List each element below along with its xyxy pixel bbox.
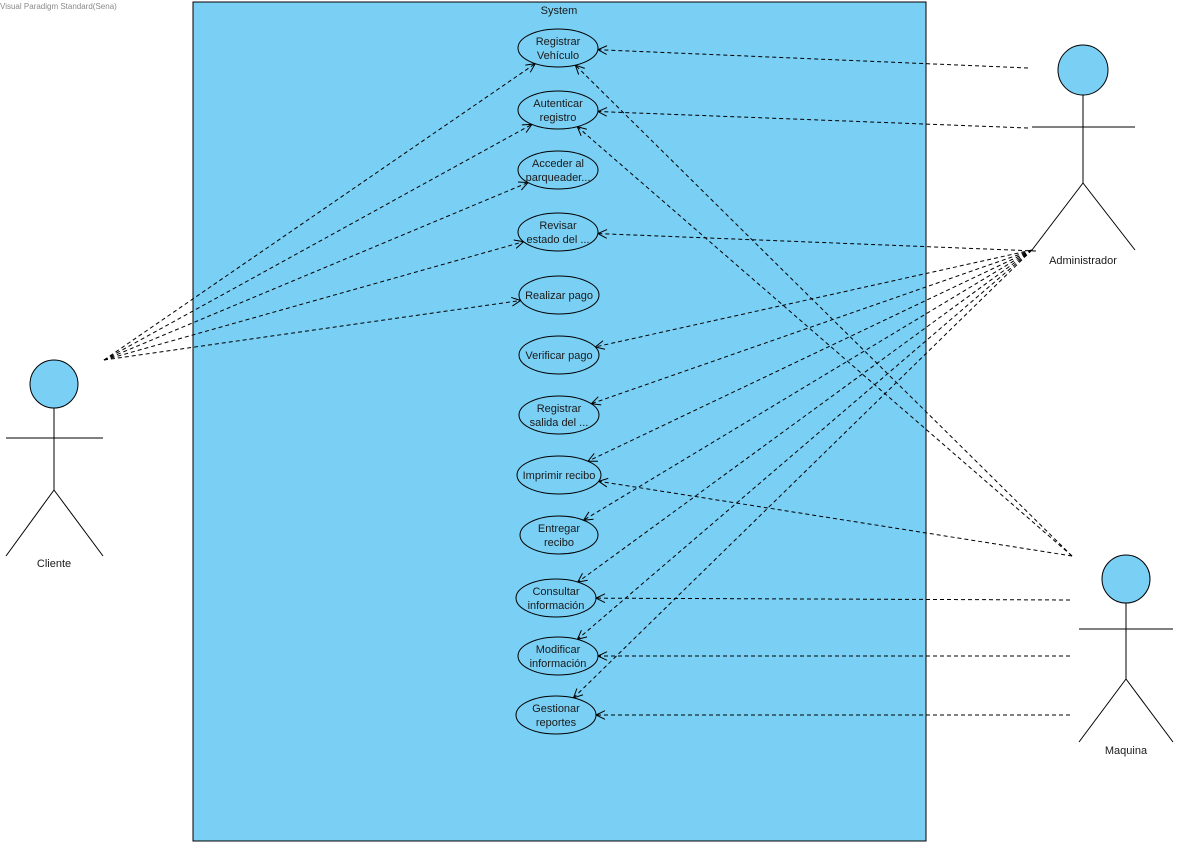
- use-case-ellipse[interactable]: [517, 150, 599, 190]
- use-case-imprimir-recibo[interactable]: Imprimir recibo: [516, 455, 602, 495]
- actor-right-leg: [53, 489, 104, 557]
- actor-left-leg: [5, 489, 55, 557]
- use-case-label: salida del ...: [530, 417, 589, 429]
- actor-name: Administrador: [1049, 255, 1117, 267]
- actor-head: [1057, 44, 1109, 96]
- use-case-registrar-salida[interactable]: Registrar salida del ...: [518, 395, 600, 435]
- use-case-label: Vehículo: [537, 50, 579, 62]
- use-case-label: Consultar: [532, 586, 579, 598]
- association-line[interactable]: [597, 49, 1029, 69]
- use-case-ellipse[interactable]: [515, 695, 597, 735]
- use-case-label: Autenticar: [533, 98, 583, 110]
- use-case-label: recibo: [544, 537, 574, 549]
- use-case-ellipse[interactable]: [517, 28, 599, 68]
- use-case-label: reportes: [536, 717, 577, 729]
- actor-head: [29, 359, 79, 409]
- actor-right-leg: [1082, 182, 1136, 251]
- use-case-label: Revisar: [539, 220, 577, 232]
- association-line[interactable]: [587, 249, 1033, 462]
- use-case-ellipse[interactable]: [519, 515, 599, 555]
- use-case-label: información: [530, 658, 587, 670]
- association-line[interactable]: [573, 249, 1033, 699]
- use-case-revisar-estado[interactable]: Revisar estado del ...: [517, 212, 599, 252]
- use-case-label: Registrar: [536, 36, 581, 48]
- use-case-ellipse[interactable]: [518, 335, 600, 375]
- association-line[interactable]: [597, 111, 1029, 129]
- use-case-ellipse[interactable]: [517, 636, 599, 676]
- system-label: System: [541, 5, 578, 17]
- association-line[interactable]: [103, 299, 521, 361]
- use-case-gestionar-reportes[interactable]: Gestionar reportes: [515, 695, 597, 735]
- association-line[interactable]: [583, 249, 1033, 521]
- association-line[interactable]: [597, 233, 1037, 252]
- association-line[interactable]: [103, 123, 533, 361]
- use-case-modificar-informacion[interactable]: Modificar información: [517, 636, 599, 676]
- use-case-ellipse[interactable]: [517, 212, 599, 252]
- actor-cliente[interactable]: Cliente: [5, 359, 104, 570]
- use-case-label: parqueader...: [526, 172, 591, 184]
- use-case-label: Modificar: [536, 644, 581, 656]
- association-line[interactable]: [103, 241, 524, 361]
- use-case-label: Acceder al: [532, 158, 584, 170]
- use-case-realizar-pago[interactable]: Realizar pago: [518, 275, 600, 315]
- use-case-acceder-parqueadero[interactable]: Acceder al parqueader...: [517, 150, 599, 190]
- actor-administrador[interactable]: Administrador: [1031, 44, 1136, 267]
- use-case-label: estado del ...: [527, 234, 590, 246]
- use-case-ellipse[interactable]: [517, 90, 599, 130]
- use-case-ellipse[interactable]: [518, 275, 600, 315]
- use-case-label: Verificar pago: [525, 350, 592, 362]
- use-case-label: Entregar: [538, 523, 581, 535]
- use-case-label: Registrar: [537, 403, 582, 415]
- use-case-ellipse[interactable]: [515, 578, 597, 618]
- association-line[interactable]: [103, 63, 536, 361]
- actor-head: [1101, 554, 1151, 604]
- actor-name: Cliente: [37, 558, 71, 570]
- association-line[interactable]: [577, 249, 1033, 583]
- use-case-label: registro: [540, 112, 577, 124]
- use-case-verificar-pago[interactable]: Verificar pago: [518, 335, 600, 375]
- use-case-ellipse[interactable]: [516, 455, 602, 495]
- use-case-label: información: [528, 600, 585, 612]
- use-case-entregar-recibo[interactable]: Entregar recibo: [519, 515, 599, 555]
- association-line[interactable]: [591, 249, 1033, 405]
- association-line[interactable]: [595, 249, 1033, 348]
- association-line[interactable]: [595, 597, 1071, 601]
- associations: [103, 45, 1073, 720]
- use-case-label: Realizar pago: [525, 290, 593, 302]
- use-case-label: Gestionar: [532, 703, 580, 715]
- use-case-autenticar-registro[interactable]: Autenticar registro: [517, 90, 599, 130]
- actor-left-leg: [1078, 678, 1127, 743]
- use-case-ellipse[interactable]: [518, 395, 600, 435]
- actor-left-leg: [1031, 182, 1084, 251]
- association-line[interactable]: [577, 249, 1033, 640]
- watermark: Visual Paradigm Standard(Sena): [0, 2, 117, 11]
- actor-maquina[interactable]: Maquina: [1078, 554, 1174, 757]
- association-line[interactable]: [574, 64, 1073, 557]
- actor-right-leg: [1125, 678, 1174, 743]
- use-case-label: Imprimir recibo: [523, 470, 596, 482]
- association-line[interactable]: [598, 480, 1073, 557]
- actor-name: Maquina: [1105, 745, 1148, 757]
- use-case-consultar-informacion[interactable]: Consultar información: [515, 578, 597, 618]
- use-cases: RegistrarVehículoAutenticarregistroAcced…: [515, 28, 602, 735]
